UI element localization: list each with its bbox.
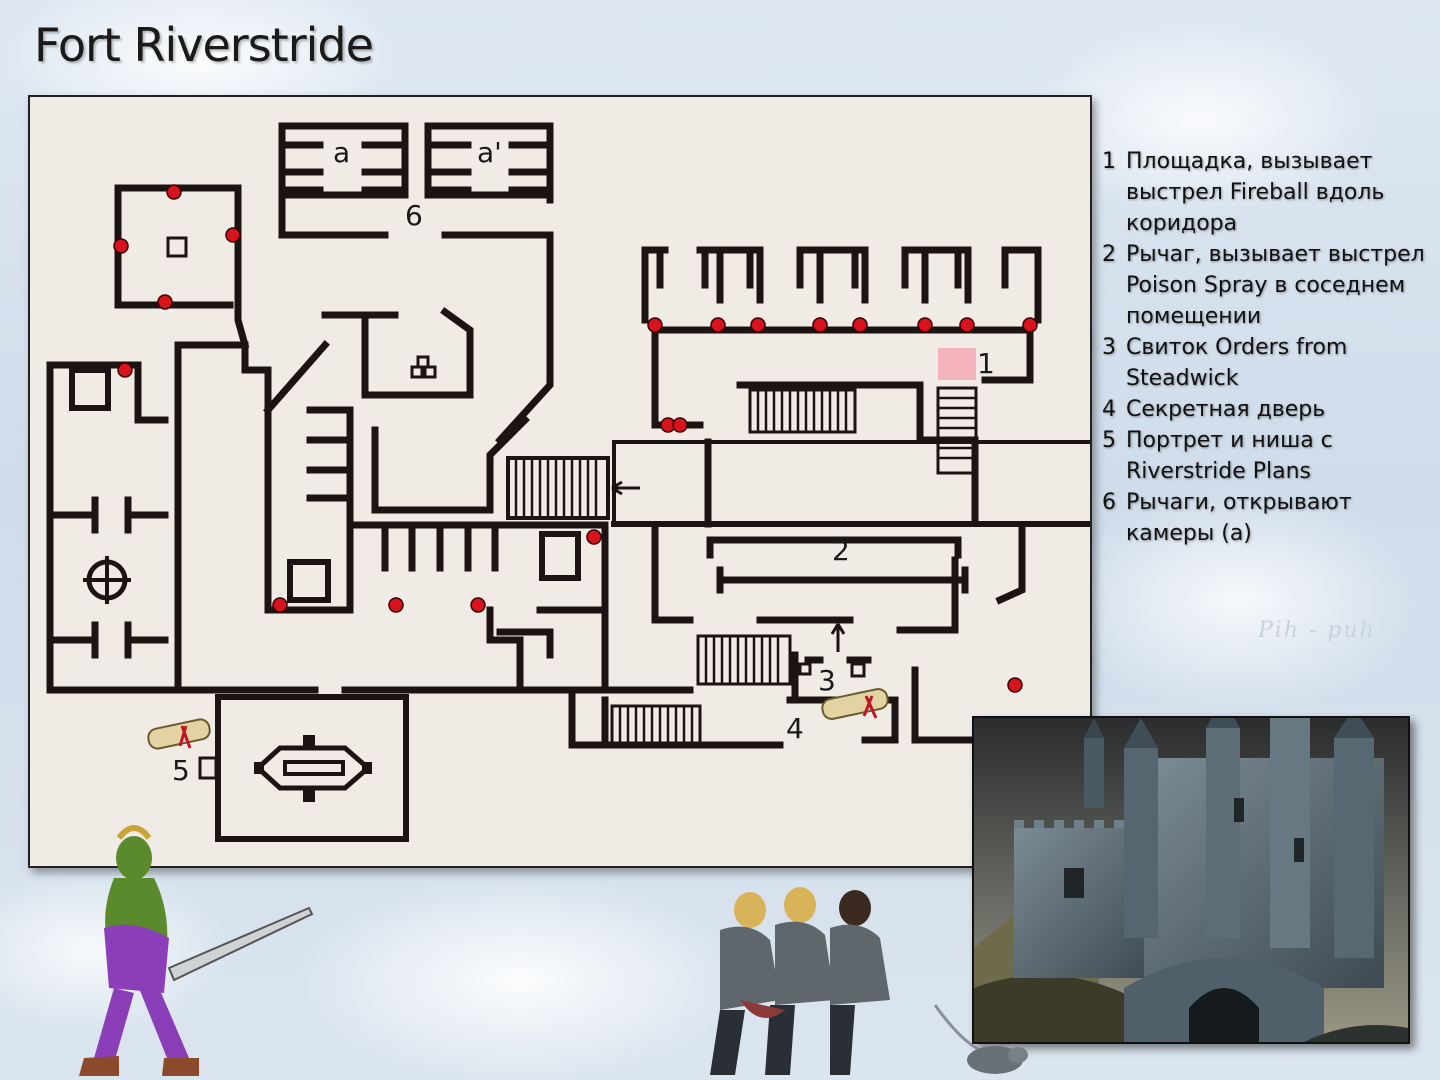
legend-item: 6 Рычаги, открывают камеры (а) (1102, 487, 1438, 549)
legend-item: 1 Площадка, вызывает выстрел Fireball вд… (1102, 146, 1438, 239)
legend-text: Рычаги, открывают камеры (а) (1126, 490, 1352, 546)
pressure-plate-marker (938, 348, 976, 380)
page-title: Fort Riverstride (34, 18, 374, 72)
legend-number: 5 (1102, 428, 1116, 453)
stairs-east-vertical (936, 386, 978, 475)
scroll-riverstride-plans-icon (147, 718, 211, 750)
legend-number: 2 (1102, 242, 1116, 267)
label-marker-4: 4 (786, 712, 804, 745)
map-panel: a a' 6 1 2 3 4 5 (28, 95, 1092, 868)
stairs-central (506, 456, 610, 520)
stairs-north-east (748, 388, 857, 434)
stairs-south (610, 704, 702, 748)
cell-block-a (278, 122, 554, 445)
watermark: Pih - puh (1258, 618, 1376, 643)
legend-text: Площадка, вызывает выстрел Fireball вдол… (1126, 149, 1385, 236)
lizardman-warrior-sprite (79, 825, 314, 1076)
label-marker-3: 3 (818, 664, 836, 697)
arrow-north-icon (830, 623, 846, 652)
warrior-group-sprite (710, 887, 890, 1075)
fort-map: a a' 6 1 2 3 4 5 (46, 122, 1090, 842)
label-marker-6: 6 (405, 199, 423, 232)
castle-illustration (972, 716, 1410, 1044)
legend-number: 4 (1102, 397, 1116, 422)
label-cell-a: a (333, 136, 350, 169)
legend-item: 5 Портрет и ниша с Riverstride Plans (1102, 425, 1438, 487)
west-corridor (46, 341, 272, 694)
label-marker-5: 5 (172, 754, 190, 787)
scroll-orders-icon (821, 688, 889, 720)
trap-markers (113, 184, 1038, 693)
legend-item: 2 Рычаг, вызывает выстрел Poison Spray в… (1102, 239, 1438, 332)
stairs-south-east (696, 634, 792, 686)
legend-text: Портрет и ниша с Riverstride Plans (1126, 428, 1333, 484)
south-corridor (174, 606, 899, 749)
label-cell-a-prime: a' (477, 136, 502, 169)
central-hall (263, 307, 609, 614)
label-marker-2: 2 (832, 534, 850, 567)
arrow-west-icon (611, 480, 640, 496)
legend-text: Свиток Orders from Steadwick (1126, 335, 1348, 391)
legend-text: Рычаг, вызывает выстрел Poison Spray в с… (1126, 242, 1425, 329)
legend-item: 3 Свиток Orders from Steadwick (1102, 332, 1438, 394)
east-cell-block (641, 246, 1042, 524)
legend-number: 1 (1102, 149, 1116, 174)
legend-number: 6 (1102, 490, 1116, 515)
shrine-room (198, 694, 409, 842)
rat-creature-sprite (933, 1004, 1028, 1074)
legend-item: 4 Секретная дверь (1102, 394, 1438, 425)
label-marker-1: 1 (977, 347, 995, 380)
legend-number: 3 (1102, 335, 1116, 360)
legend: 1 Площадка, вызывает выстрел Fireball вд… (1102, 146, 1438, 549)
legend-text: Секретная дверь (1126, 397, 1326, 422)
northwest-room (114, 184, 250, 350)
